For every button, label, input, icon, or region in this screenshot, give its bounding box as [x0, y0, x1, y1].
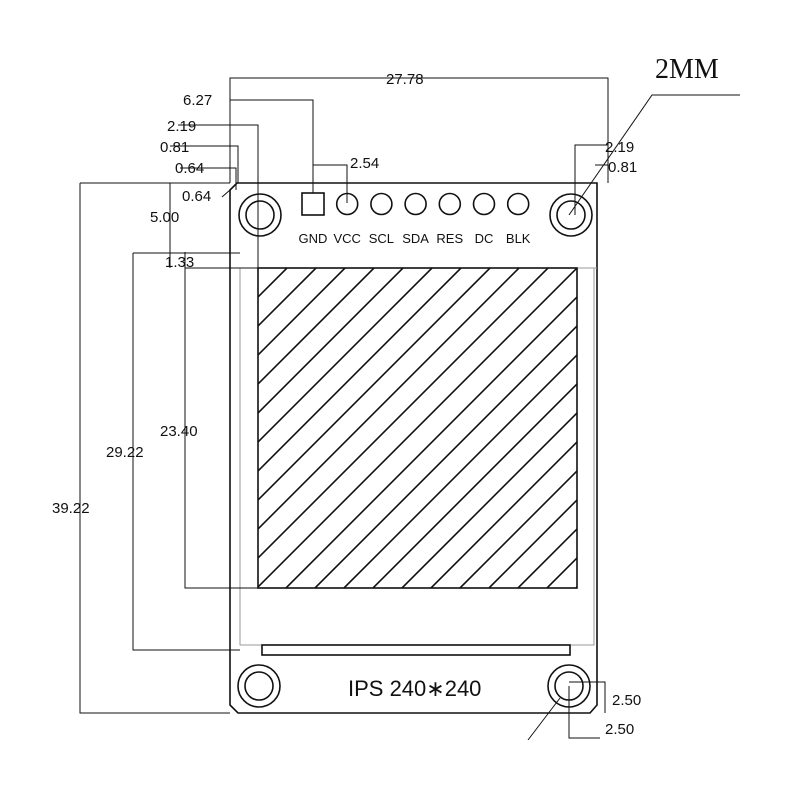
hatch-line — [258, 268, 549, 560]
hatch-line — [285, 295, 577, 588]
pin-pad-scl — [370, 192, 393, 216]
hatch-line — [258, 268, 288, 299]
screen-active-area — [257, 267, 578, 589]
dim-pin1-offset: 6.27 — [183, 92, 212, 109]
dim-chamfer-a: 0.64 — [175, 160, 204, 177]
dim-pin-pitch: 2.54 — [350, 155, 379, 172]
dim-edge-offset-left: 0.81 — [160, 139, 189, 156]
pin-pad-dc — [472, 192, 496, 216]
hatch-line — [258, 268, 520, 531]
hatch-line — [575, 585, 577, 588]
hatch-line — [314, 324, 577, 588]
hatch-line — [258, 268, 259, 270]
mounting-hole-top-left — [238, 193, 282, 237]
scale-note: 2MM — [655, 54, 719, 85]
pin-label-blk: BLK — [506, 231, 531, 246]
pin-pad-blk — [506, 192, 530, 216]
dim-active-area-height: 23.40 — [160, 423, 198, 440]
pin-label-scl: SCL — [369, 231, 394, 246]
mounting-hole-bottom-left — [237, 664, 281, 708]
dim-display-height: 29.22 — [106, 444, 144, 461]
dim-overall-width: 27.78 — [386, 71, 424, 88]
pin-label-vcc: VCC — [333, 231, 360, 246]
pin-label-res: RES — [436, 231, 463, 246]
hatch-line — [517, 527, 577, 588]
dim-screen-gap: 1.33 — [165, 254, 194, 271]
hatch-line — [258, 268, 317, 328]
hatch-line — [546, 556, 577, 588]
pin-label-gnd: GND — [299, 231, 328, 246]
pin-pad-sda — [404, 192, 427, 216]
fpc-bar — [261, 644, 571, 656]
hatch-line — [430, 440, 577, 588]
dim-chamfer-b: 0.64 — [182, 188, 211, 205]
hatch-line — [258, 268, 491, 502]
pin-label-dc: DC — [475, 231, 494, 246]
hatch-line — [343, 353, 577, 588]
dim-hole-offset-left: 2.19 — [167, 118, 196, 135]
dim-overall-height: 39.22 — [52, 500, 90, 517]
dim-header-height: 5.00 — [150, 209, 179, 226]
hatch-line — [258, 268, 433, 444]
hatch-line — [258, 268, 577, 588]
display-label: IPS 240∗240 — [348, 676, 481, 701]
hatch-line — [258, 268, 462, 473]
dim-bottom-hole-y: 2.50 — [605, 721, 634, 738]
hatch-line — [258, 268, 346, 357]
dimension-lines — [79, 77, 740, 741]
hatch-line — [258, 268, 404, 415]
pin-pad-res — [438, 192, 462, 216]
dim-edge-offset-right: 0.81 — [608, 159, 637, 176]
mounting-hole-top-right — [549, 193, 593, 237]
pin-label-sda: SDA — [402, 231, 429, 246]
hatch-line — [372, 382, 577, 588]
hatch-line — [401, 411, 577, 588]
dim-bottom-hole-x: 2.50 — [612, 692, 641, 709]
board-outline — [229, 182, 598, 714]
dim-hole-offset-right: 2.19 — [605, 139, 634, 156]
pin-pad-gnd — [301, 192, 325, 216]
screen-hatching — [258, 268, 577, 588]
hatch-line — [258, 268, 375, 386]
hatch-line — [488, 498, 577, 588]
hatch-line — [459, 469, 577, 588]
